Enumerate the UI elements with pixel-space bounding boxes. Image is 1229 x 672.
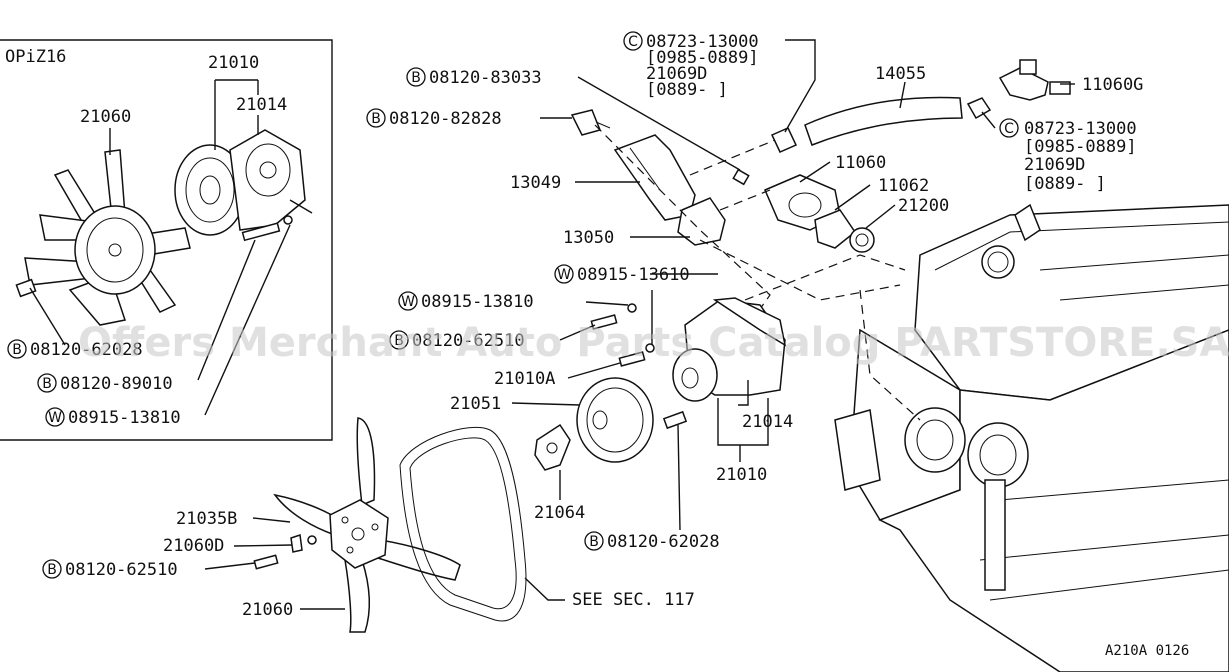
water-outlet-drawing [570,109,726,246]
label-08915-13610: 08915-13610 [577,265,690,285]
label-21010a: 21010A [494,369,555,389]
belt-drawing [399,426,527,622]
label-21010: 21010 [716,465,767,485]
label-08120-82828: 08120-82828 [389,109,502,129]
label-14055: 14055 [875,64,926,84]
watermark: Offers Merchant Auto Parts Catalog PARTS… [78,320,1229,366]
label-11062: 11062 [878,176,929,196]
inset-label-21060: 21060 [80,107,131,127]
label-range-right-2: [0889- ] [1024,174,1106,194]
label-08723-13000-right: 08723-13000 [1024,119,1137,139]
bolt-prefix-82828: B [371,111,381,127]
part-labels: C 08723-13000 [0985-0889] 21069D [0889- … [42,31,1143,620]
label-11060g: 11060G [1082,75,1143,95]
bolt-prefix-62510-top: B [394,333,404,349]
label-08723-13000-top: 08723-13000 [646,32,759,52]
inset-title: OPiZ16 [5,47,66,67]
bolt-prefix-83033: B [411,70,421,86]
inset-label-08915-13810: 08915-13810 [68,408,181,428]
label-21200: 21200 [898,196,949,216]
inset-panel: OPiZ16 [0,39,333,441]
washer-prefix-13810: W [401,294,415,310]
inset-label-21010: 21010 [208,53,259,73]
clamp-prefix-1: C [628,34,638,50]
inset-label-08120-89010: 08120-89010 [60,374,173,394]
fan-drawing [253,417,461,633]
label-08120-62510: 08120-62510 [65,560,178,580]
thermostat-housing-drawing [732,168,875,253]
label-21064: 21064 [534,503,585,523]
label-21069d-top: 21069D [646,64,707,84]
hose-drawing [770,59,1071,153]
label-08120-62510-top: 08120-62510 [412,331,525,351]
bolt-prefix-62510: B [47,562,57,578]
label-21014: 21014 [742,412,793,432]
label-08120-62028: 08120-62028 [607,532,720,552]
label-13049: 13049 [510,173,561,193]
clamp-prefix-2: C [1004,121,1014,137]
inset-label-08120-62028: 08120-62028 [30,340,143,360]
bolt-prefix-62028: B [589,534,599,550]
inset-pump-drawing [174,129,306,242]
inset-bolt-prefix-2: B [42,376,52,392]
inset-fan-drawing [15,149,191,326]
label-08915-13810: 08915-13810 [421,292,534,312]
label-21051: 21051 [450,394,501,414]
diagram-code: A210A 0126 [1105,643,1189,659]
label-08120-83033: 08120-83033 [429,68,542,88]
inset-bolt-prefix-1: B [12,342,22,358]
inset-washer-prefix: W [48,410,62,426]
water-pump-drawing [590,297,787,402]
pulley-drawing [534,377,688,471]
label-see-sec-117: SEE SEC. 117 [572,590,695,610]
inset-label-21014: 21014 [236,95,287,115]
label-21069d-right: 21069D [1024,155,1085,175]
label-21060: 21060 [242,600,293,620]
label-21035b: 21035B [176,509,237,529]
leader-lines [204,39,1075,610]
label-13050: 13050 [563,228,614,248]
label-21060d: 21060D [163,536,224,556]
label-range-top-2: [0889- ] [646,80,728,100]
label-range-right-1: [0985-0889] [1024,137,1137,157]
label-11060: 11060 [835,153,886,173]
label-range-top-1: [0985-0889] [646,48,759,68]
engine-block-drawing [834,203,1229,672]
washer-prefix-13610: W [557,267,571,283]
